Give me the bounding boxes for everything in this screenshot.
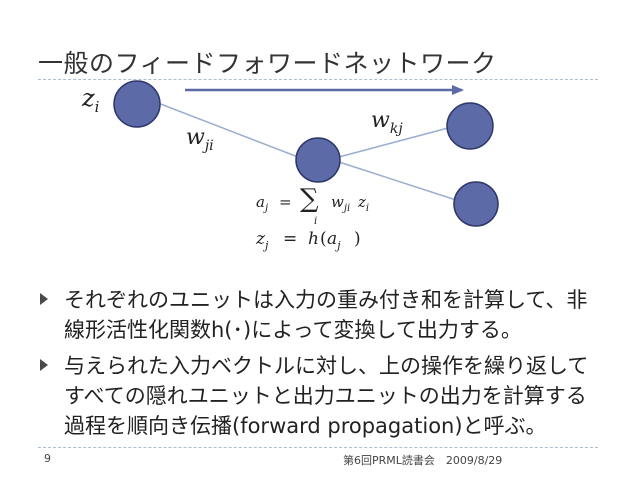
bullet-text-line: すべての隠れユニットと出力ユニットの出力を計算する xyxy=(64,384,587,408)
svg-text:wji: wji xyxy=(331,193,350,214)
label-wji: wji xyxy=(186,125,214,154)
svg-text:=: = xyxy=(283,229,297,249)
input-node xyxy=(113,80,161,128)
svg-text:aj: aj xyxy=(327,229,341,252)
svg-text:i: i xyxy=(314,216,317,227)
footer-divider xyxy=(38,447,598,448)
svg-text:zi: zi xyxy=(357,193,369,214)
network-diagram: zi wji wkj aj = ∑ i wji zi zj = xyxy=(81,80,499,252)
edge-input-to-hidden xyxy=(157,102,299,158)
hidden-node xyxy=(295,137,341,183)
bullet-text-line: 過程を順向き伝播(forward propagation)と呼ぶ。 xyxy=(64,414,547,438)
bullet-triangle-icon xyxy=(40,359,48,371)
bullet-item: それぞれのユニットは入力の重み付き和を計算して、非 線形活性化関数h(･)によっ… xyxy=(38,285,608,345)
edge-hidden-to-output-bottom xyxy=(338,161,457,201)
slide-title: 一般のフィードフォワードネットワーク xyxy=(38,49,497,78)
label-zi: zi xyxy=(81,84,100,116)
svg-text:): ) xyxy=(354,229,361,249)
svg-text:zj: zj xyxy=(255,229,269,252)
equation-activation: zj = h ( aj ) xyxy=(255,229,361,252)
bullet-triangle-icon xyxy=(40,293,48,305)
bullet-text-line: 与えられた入力ベクトルに対し、上の操作を繰り返して xyxy=(64,354,589,378)
footer-info: 第6回PRML読書会 2009/8/29 xyxy=(343,454,503,467)
bullet-text-line: それぞれのユニットは入力の重み付き和を計算して、非 xyxy=(64,288,588,312)
svg-text:=: = xyxy=(279,193,292,211)
label-wkj: wkj xyxy=(371,108,403,137)
bullet-item: 与えられた入力ベクトルに対し、上の操作を繰り返して すべての隠れユニットと出力ユ… xyxy=(38,351,608,441)
svg-text:∑: ∑ xyxy=(300,184,319,214)
equation-weighted-sum: aj = ∑ i wji zi xyxy=(256,184,369,227)
edge-hidden-to-output-top xyxy=(338,127,449,158)
svg-text:(: ( xyxy=(320,229,327,249)
svg-text:h: h xyxy=(308,229,319,249)
page-number: 9 xyxy=(44,452,51,465)
bullet-list: それぞれのユニットは入力の重み付き和を計算して、非 線形活性化関数h(･)によっ… xyxy=(38,285,608,447)
bullet-text-line: 線形活性化関数h(･)によって変換して出力する。 xyxy=(64,318,522,342)
output-node-bottom xyxy=(453,181,499,227)
output-node-top xyxy=(446,102,494,150)
title-divider xyxy=(38,79,598,80)
svg-text:aj: aj xyxy=(256,193,268,214)
